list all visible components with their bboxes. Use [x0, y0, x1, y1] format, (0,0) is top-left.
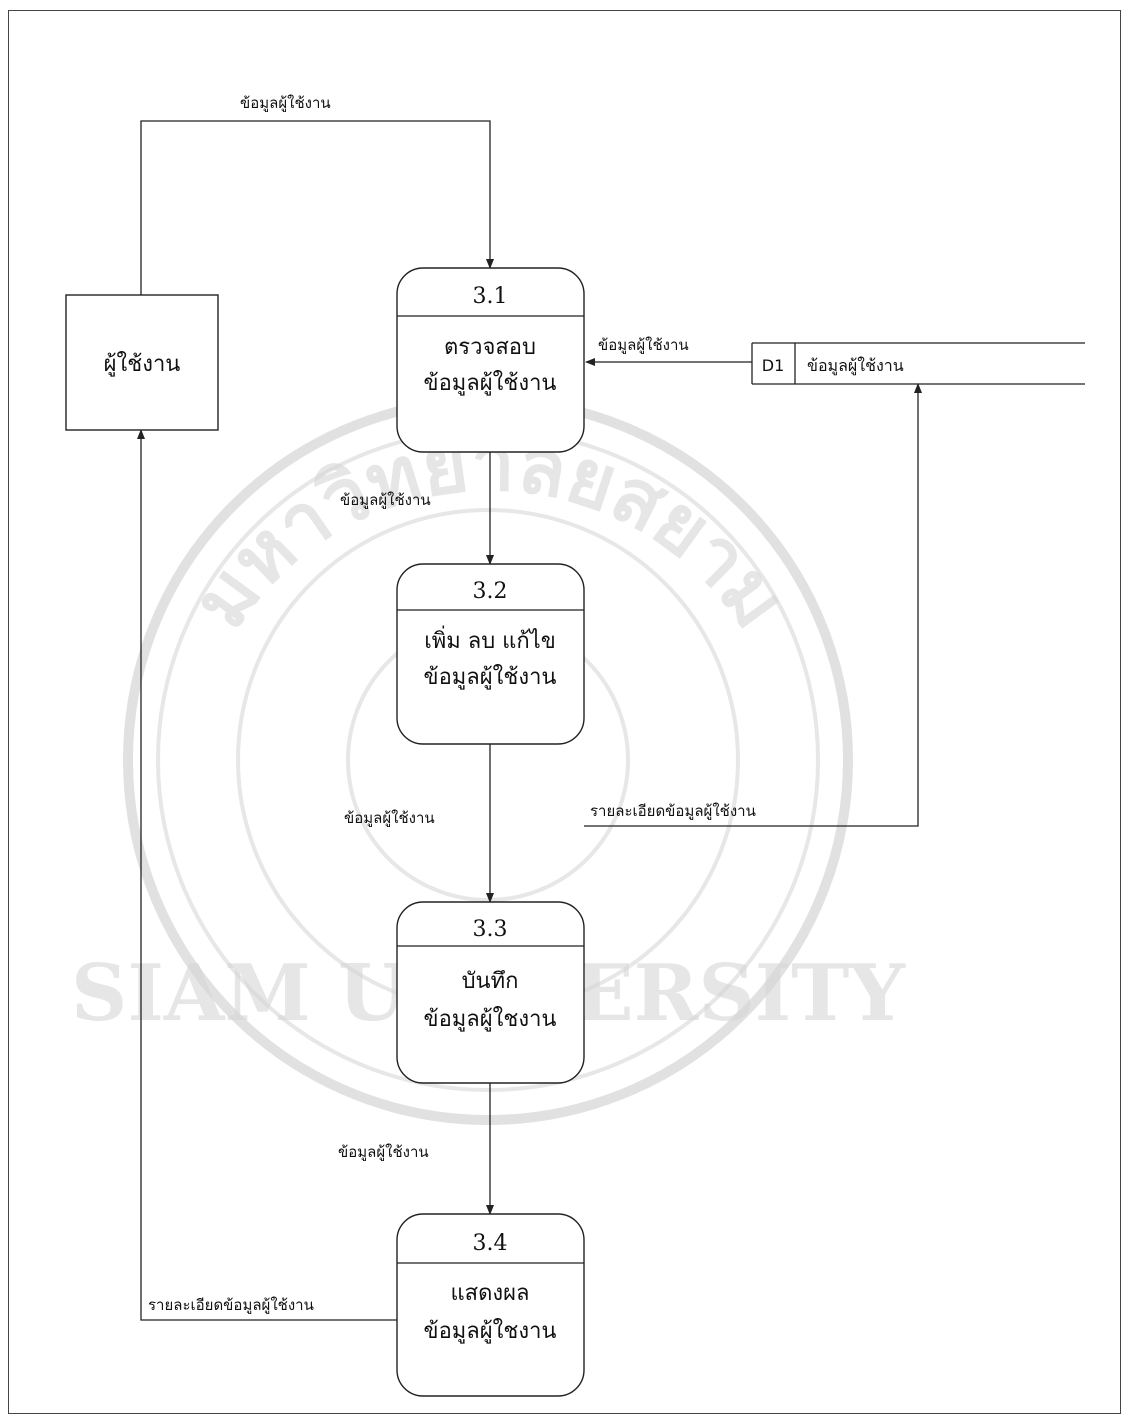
process-3-4: 3.4 แสดงผล ข้อมูลผู้ใชงาน	[396, 1213, 585, 1397]
process-id: 3.1	[473, 284, 508, 309]
flow-label-p31-to-p32: ข้อมูลผู้ใช้งาน	[340, 491, 431, 509]
process-id: 3.3	[473, 917, 508, 942]
external-entity: ผู้ใช้งาน	[65, 294, 219, 431]
flow-entity-to-p31	[140, 120, 494, 295]
process-name-line2: ข้อมูลผู้ใช้งาน	[424, 664, 557, 690]
flow-label-entity-to-p31: ข้อมูลผู้ใช้งาน	[240, 94, 331, 112]
process-name-line2: ข้อมูลผู้ใช้งาน	[424, 370, 557, 396]
flow-p33-to-store	[584, 383, 922, 827]
process-3-3: 3.3 บันทึก ข้อมูลผู้ใชงาน	[396, 901, 585, 1084]
entity-name: ผู้ใช้งาน	[104, 351, 181, 377]
process-name-line2: ข้อมูลผู้ใชงาน	[424, 1318, 557, 1344]
flow-label-p34-to-entity: รายละเอียดข้อมูลผู้ใช้งาน	[148, 1296, 314, 1314]
process-3-1: 3.1 ตรวจสอบ ข้อมูลผู้ใช้งาน	[396, 267, 585, 453]
flow-label-p32-to-p33: ข้อมูลผู้ใช้งาน	[344, 809, 435, 827]
flow-label-p33-to-p34: ข้อมูลผู้ใช้งาน	[338, 1143, 429, 1161]
process-id: 3.4	[473, 1231, 508, 1256]
process-3-2: 3.2 เพิ่ม ลบ แก้ไข ข้อมูลผู้ใช้งาน	[396, 563, 585, 745]
flow-labels: ข้อมูลผู้ใช้งาน ข้อมูลผู้ใช้งาน ข้อมูลผู…	[148, 94, 756, 1314]
data-store-id: D1	[762, 356, 785, 375]
data-store-name: ข้อมูลผู้ใช้งาน	[807, 356, 904, 376]
flow-label-p33-to-store: รายละเอียดข้อมูลผู้ใช้งาน	[590, 802, 756, 820]
process-name-line1: บันทึก	[462, 969, 519, 994]
flow-label-store-to-p31: ข้อมูลผู้ใช้งาน	[598, 336, 689, 354]
process-name-line1: เพิ่ม ลบ แก้ไข	[424, 625, 556, 654]
data-store-d1: D1 ข้อมูลผู้ใช้งาน	[751, 342, 1085, 385]
flow-lines	[137, 120, 922, 1321]
process-name-line1: แสดงผล	[450, 1281, 529, 1306]
diagram-frame	[8, 10, 1121, 1414]
process-id: 3.2	[473, 579, 508, 604]
process-name-line1: ตรวจสอบ	[444, 335, 536, 360]
flow-p34-to-entity	[137, 429, 398, 1321]
process-name-line2: ข้อมูลผู้ใชงาน	[424, 1006, 557, 1032]
